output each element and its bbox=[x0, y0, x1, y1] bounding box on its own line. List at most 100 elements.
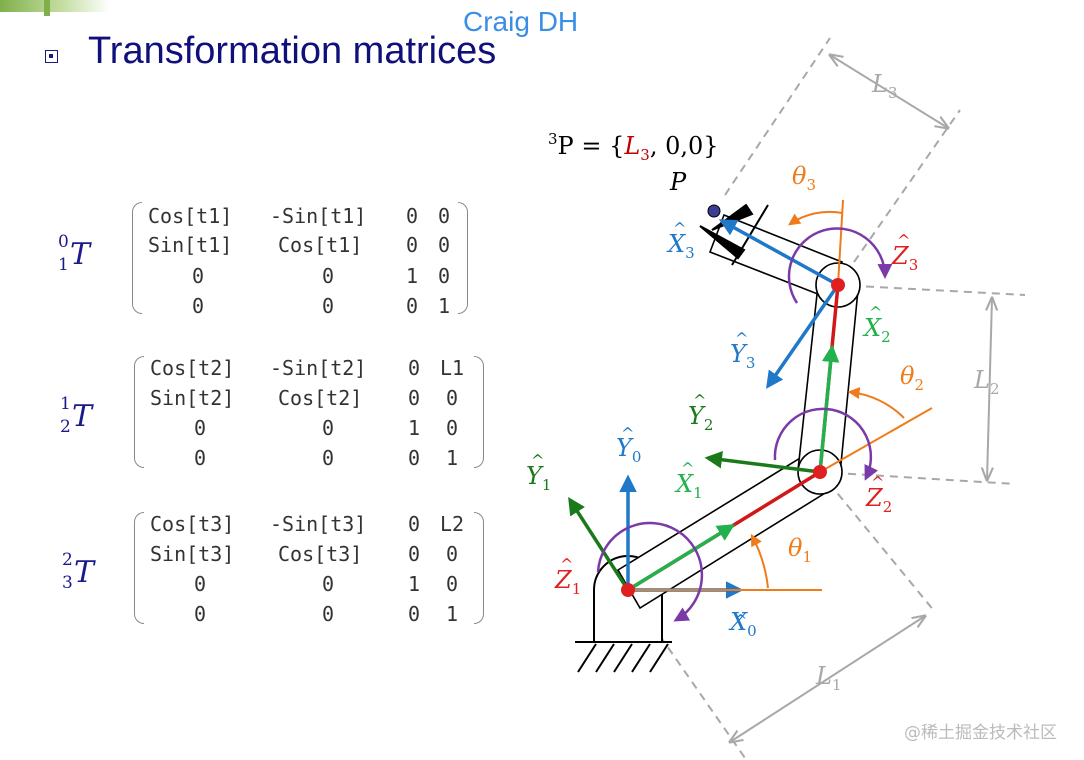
x0-label: X0 bbox=[728, 608, 757, 640]
y0-symbol: Y bbox=[616, 434, 634, 462]
dimension-arrows bbox=[730, 55, 992, 742]
matrix-cell: Sin[t2] bbox=[150, 386, 235, 410]
matrix-label-symbol: T bbox=[74, 555, 95, 590]
dimension-guide bbox=[837, 284, 1026, 296]
matrix-cell: 0 bbox=[408, 446, 421, 470]
x0-symbol: X bbox=[728, 608, 748, 636]
l3-label: L3 bbox=[871, 70, 897, 102]
joint-dot bbox=[813, 465, 827, 479]
y0-sub: 0 bbox=[632, 448, 642, 466]
dark-green-axes bbox=[568, 451, 821, 591]
robot-links bbox=[616, 213, 861, 610]
x0-sub: 0 bbox=[747, 622, 757, 640]
theta3-sub: 3 bbox=[806, 176, 816, 194]
header-title: Craig DH bbox=[463, 6, 579, 37]
y3-label: Y3 bbox=[730, 340, 755, 372]
matrix-cell: 0 bbox=[446, 386, 459, 410]
matrix-cell: 0 bbox=[406, 204, 419, 228]
theta3-reference-line bbox=[837, 199, 844, 286]
matrix-cell: 0 bbox=[194, 416, 207, 440]
theta1-arc bbox=[750, 533, 769, 589]
y2-sub: 2 bbox=[704, 416, 714, 434]
equation-lhs: P = { bbox=[558, 132, 625, 160]
hat-mark: ^ bbox=[693, 391, 706, 410]
orange-angle-marks bbox=[628, 199, 933, 591]
x3-symbol: X bbox=[666, 230, 686, 258]
l2-symbol: L bbox=[973, 366, 990, 394]
z1-symbol: Z bbox=[554, 566, 573, 594]
diagram-labels: 3P = {L3, 0,0} P X0 ^ Y0 ^ Z1 ^ X1 ^ Y1 … bbox=[526, 70, 999, 694]
l2-arrow bbox=[987, 298, 992, 480]
x1-label: X1 bbox=[674, 470, 703, 502]
z1-rotation-arc bbox=[596, 521, 704, 622]
dimension-guide bbox=[819, 471, 1016, 485]
matrix-cell: 0 bbox=[194, 602, 207, 626]
l1-symbol: L bbox=[815, 662, 832, 690]
ground-hatch bbox=[613, 643, 633, 673]
matrix-cell: 0 bbox=[408, 542, 421, 566]
matrix-label-symbol: T bbox=[72, 399, 93, 434]
matrix-label-sup: 2 bbox=[62, 550, 73, 570]
matrix-1-2: Cos[t2] -Sin[t2] 0 L1 Sin[t2] Cos[t2] 0 … bbox=[134, 356, 488, 472]
gripper-jaw bbox=[699, 225, 746, 260]
matrix-cell: 0 bbox=[192, 294, 205, 318]
l1-sub: 1 bbox=[832, 676, 842, 694]
dimension-guide bbox=[724, 37, 831, 196]
matrix-cell: 0 bbox=[438, 204, 451, 228]
matrix-cell: 1 bbox=[438, 294, 451, 318]
matrix-cell: Cos[t3] bbox=[278, 542, 363, 566]
hat-mark: ^ bbox=[621, 424, 634, 443]
dimension-guide bbox=[837, 109, 961, 286]
z1-label: Z1 bbox=[554, 566, 581, 598]
matrix-cell: Cos[t2] bbox=[150, 356, 235, 380]
matrix-cell: 0 bbox=[408, 602, 421, 626]
matrix-cell: 1 bbox=[446, 446, 459, 470]
matrix-cell: 0 bbox=[192, 264, 205, 288]
y3-symbol: Y bbox=[730, 340, 748, 368]
hat-mark: ^ bbox=[531, 451, 544, 470]
slide-title: Transformation matrices bbox=[88, 30, 497, 72]
x2-label: X2 bbox=[862, 314, 891, 346]
y2-label: Y2 bbox=[688, 402, 713, 434]
matrix-cell: 0 bbox=[438, 264, 451, 288]
matrix-label-sub: 2 bbox=[60, 417, 71, 437]
hat-mark: ^ bbox=[871, 473, 884, 492]
matrix-cell: Cos[t1] bbox=[278, 233, 363, 257]
purple-rotation-arcs bbox=[596, 227, 893, 622]
y1-axis-arrow bbox=[568, 497, 630, 591]
y1-symbol: Y bbox=[526, 462, 544, 490]
hat-mark: ^ bbox=[560, 555, 573, 574]
hat-mark: ^ bbox=[897, 231, 910, 250]
ground-hatch bbox=[649, 643, 669, 673]
z2-rotation-arc bbox=[773, 407, 879, 481]
z3-label: Z3 bbox=[891, 242, 918, 274]
theta1-sub: 1 bbox=[802, 548, 812, 566]
theta2-label: θ2 bbox=[900, 362, 924, 394]
end-point-dot bbox=[707, 204, 721, 218]
theta3-label: θ3 bbox=[792, 162, 816, 194]
y1-sub: 1 bbox=[542, 476, 552, 494]
matrix-cell: 1 bbox=[408, 416, 421, 440]
theta2-reference-line bbox=[819, 407, 933, 473]
x3-sub: 3 bbox=[685, 244, 695, 262]
theta3-symbol: θ bbox=[792, 162, 807, 190]
l3-symbol: L bbox=[871, 70, 888, 98]
matrix-cell: 1 bbox=[406, 264, 419, 288]
matrix-cell: 0 bbox=[406, 294, 419, 318]
l1-arrow bbox=[730, 616, 925, 742]
z2-sub: 2 bbox=[883, 498, 893, 516]
corner-decoration bbox=[0, 0, 110, 16]
x2-sub: 2 bbox=[881, 328, 891, 346]
point-equation: 3P = {L3, 0,0} bbox=[548, 130, 719, 164]
theta1-label: θ1 bbox=[788, 534, 812, 566]
l2-sub: 2 bbox=[990, 380, 1000, 398]
matrix-cell: 0 bbox=[322, 416, 335, 440]
matrix-cell: Cos[t3] bbox=[150, 512, 235, 536]
hat-mark: ^ bbox=[734, 611, 747, 630]
equation-rest: , 0,0} bbox=[650, 132, 719, 160]
matrix-cell: 0 bbox=[408, 386, 421, 410]
bullet-icon bbox=[45, 50, 58, 63]
matrix-cell: 0 bbox=[194, 446, 207, 470]
y3-axis-arrow bbox=[766, 284, 840, 389]
